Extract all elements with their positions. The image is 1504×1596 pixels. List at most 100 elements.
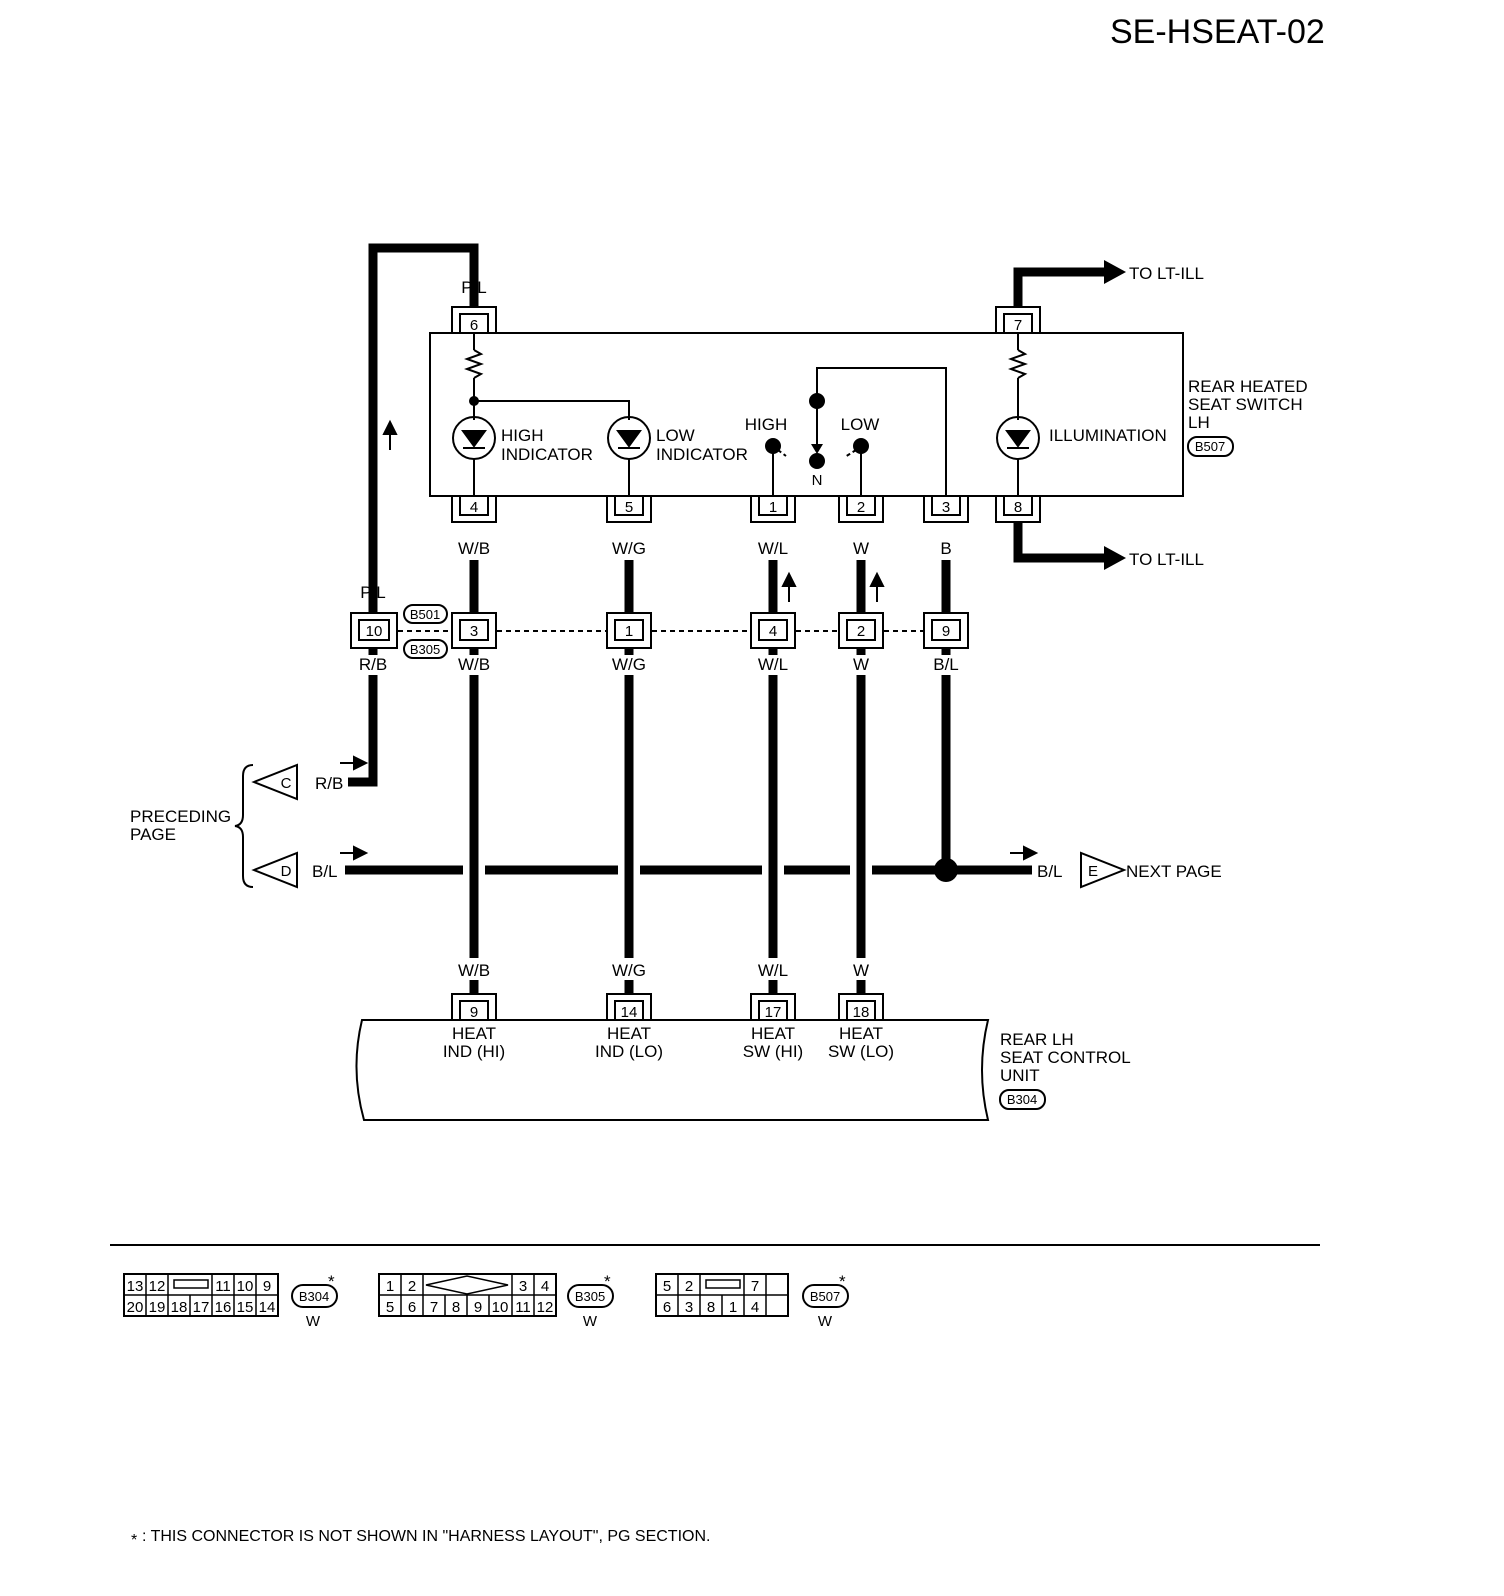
b305-pin-2: 2	[408, 1278, 416, 1295]
cu-pin-18: 18	[853, 1004, 870, 1021]
connector-c-wire: R/B	[315, 774, 343, 793]
connector-c-id: C	[281, 775, 292, 792]
b507-pin-5: 5	[663, 1278, 671, 1295]
control-unit-name-3: UNIT	[1000, 1066, 1040, 1085]
cu-terminal-1a: HEAT	[452, 1024, 496, 1043]
wire-pin8-ltill	[1013, 522, 1110, 563]
cu-terminal-4a: HEAT	[839, 1024, 883, 1043]
current-flow-arrows	[340, 419, 1039, 861]
switch-unit-name-3: LH	[1188, 413, 1210, 432]
control-unit-connector-id: B304	[1007, 1092, 1037, 1107]
b507-view-id: B507	[810, 1289, 840, 1304]
b305-pin-8: 8	[452, 1299, 460, 1316]
switch-common-dot	[809, 393, 825, 409]
cu-pin-17: 17	[765, 1004, 782, 1021]
connector-d-flag	[251, 851, 298, 889]
switch-high-label: HIGH	[745, 415, 788, 434]
switch-unit-name-1: REAR HEATED	[1188, 377, 1308, 396]
b305-pin-4: 4	[541, 1278, 549, 1295]
switch-pin-6: 6	[470, 317, 478, 334]
b507-pin-1: 1	[729, 1299, 737, 1316]
diagram-title: SE-HSEAT-02	[1110, 13, 1325, 51]
svg-text:B/L: B/L	[933, 655, 959, 674]
cu-wire-color-1: W/B	[458, 961, 490, 980]
next-page-label: NEXT PAGE	[1126, 862, 1222, 881]
high-indicator-label-2: INDICATOR	[501, 445, 593, 464]
switch-neutral-label: N	[812, 472, 823, 489]
illumination-label: ILLUMINATION	[1049, 426, 1167, 445]
cu-pin-boxes	[451, 993, 884, 1021]
junction-connector-bottom: B305	[410, 642, 440, 657]
b305-pin-6: 6	[408, 1299, 416, 1316]
cu-wire-color-2: W/G	[612, 961, 646, 980]
splice-point	[934, 858, 958, 882]
wire-color-pl-top: P/L	[461, 278, 487, 297]
b507-pin-6: 6	[663, 1299, 671, 1316]
control-unit-name-2: SEAT CONTROL	[1000, 1048, 1131, 1067]
cu-terminal-1b: IND (HI)	[443, 1042, 505, 1061]
resistor-pin6	[464, 349, 484, 379]
switch-connector-id: B507	[1195, 439, 1225, 454]
switch-arrow	[811, 444, 823, 454]
resistor-pin7	[1008, 349, 1028, 379]
cu-pin-14: 14	[621, 1004, 638, 1021]
b305-color: W	[583, 1313, 598, 1330]
preceding-page-brace	[234, 764, 254, 888]
arrow-to-lt-ill-top	[1104, 260, 1126, 284]
connector-d-wire: B/L	[312, 862, 338, 881]
cu-terminal-2a: HEAT	[607, 1024, 651, 1043]
b507-pin-7: 7	[751, 1278, 759, 1295]
switch-high-contact	[765, 438, 781, 454]
to-lt-ill-bottom: TO LT-ILL	[1129, 550, 1204, 569]
b304-asterisk: *	[328, 1272, 335, 1291]
junction-pin-boxes	[350, 612, 969, 649]
b304-pin-9: 9	[263, 1278, 271, 1295]
next-page-wire: B/L	[1037, 862, 1063, 881]
switch-unit-name-2: SEAT SWITCH	[1188, 395, 1303, 414]
b305-pin-5: 5	[386, 1299, 394, 1316]
connector-c-flag	[251, 763, 298, 801]
wire-color-w1: W/L	[758, 539, 788, 558]
b304-pin-18: 18	[171, 1299, 188, 1316]
switch-connector-badge	[1187, 436, 1234, 457]
led-symbols	[461, 430, 1031, 449]
junction-color-pl: P/L	[360, 583, 386, 602]
b305-pin-10: 10	[492, 1299, 509, 1316]
footnote-text: : THIS CONNECTOR IS NOT SHOWN IN "HARNES…	[142, 1528, 710, 1545]
wire-color-w2: W	[853, 539, 869, 558]
arrow-to-lt-ill-bottom	[1104, 546, 1126, 570]
b305-view-id: B305	[575, 1289, 605, 1304]
switch-pin-2: 2	[857, 499, 865, 516]
switch-pin-8: 8	[1014, 499, 1022, 516]
b304-pin-19: 19	[149, 1299, 166, 1316]
preceding-page-label-2: PAGE	[130, 825, 176, 844]
switch-top-pins	[451, 306, 1041, 334]
thick-wires	[345, 243, 1110, 958]
junction-pin-4: 4	[769, 623, 777, 640]
b305-pin-1: 1	[386, 1278, 394, 1295]
cu-wire-color-4: W	[853, 961, 869, 980]
b304-pin-12: 12	[149, 1278, 166, 1295]
wire-pl-rb	[368, 243, 479, 612]
preceding-page-label-1: PRECEDING	[130, 807, 231, 826]
connector-view-b507: 5 2 7 6 3 8 1 4 B507 * W	[655, 1272, 849, 1330]
switch-pin-7: 7	[1014, 317, 1022, 334]
wire-pin7-ltill	[1013, 267, 1110, 315]
node-dot	[469, 396, 479, 406]
cu-pin-9: 9	[470, 1004, 478, 1021]
low-indicator-label-2: INDICATOR	[656, 445, 748, 464]
switch-neutral-contact	[809, 453, 825, 469]
control-unit-connector-badge	[999, 1089, 1046, 1110]
control-unit-name-1: REAR LH	[1000, 1030, 1074, 1049]
b305-pin-12: 12	[537, 1299, 554, 1316]
b507-pin-2: 2	[685, 1278, 693, 1295]
switch-pin-3: 3	[942, 499, 950, 516]
switch-pin-1: 1	[769, 499, 777, 516]
switch-unit-box	[429, 332, 1184, 497]
switch-pin-5: 5	[625, 499, 633, 516]
to-lt-ill-top: TO LT-ILL	[1129, 264, 1204, 283]
junction-connector-badge-top	[403, 604, 448, 624]
cu-terminal-2b: IND (LO)	[595, 1042, 663, 1061]
cu-wire-color-3: W/L	[758, 961, 788, 980]
junction-pin-9: 9	[942, 623, 950, 640]
